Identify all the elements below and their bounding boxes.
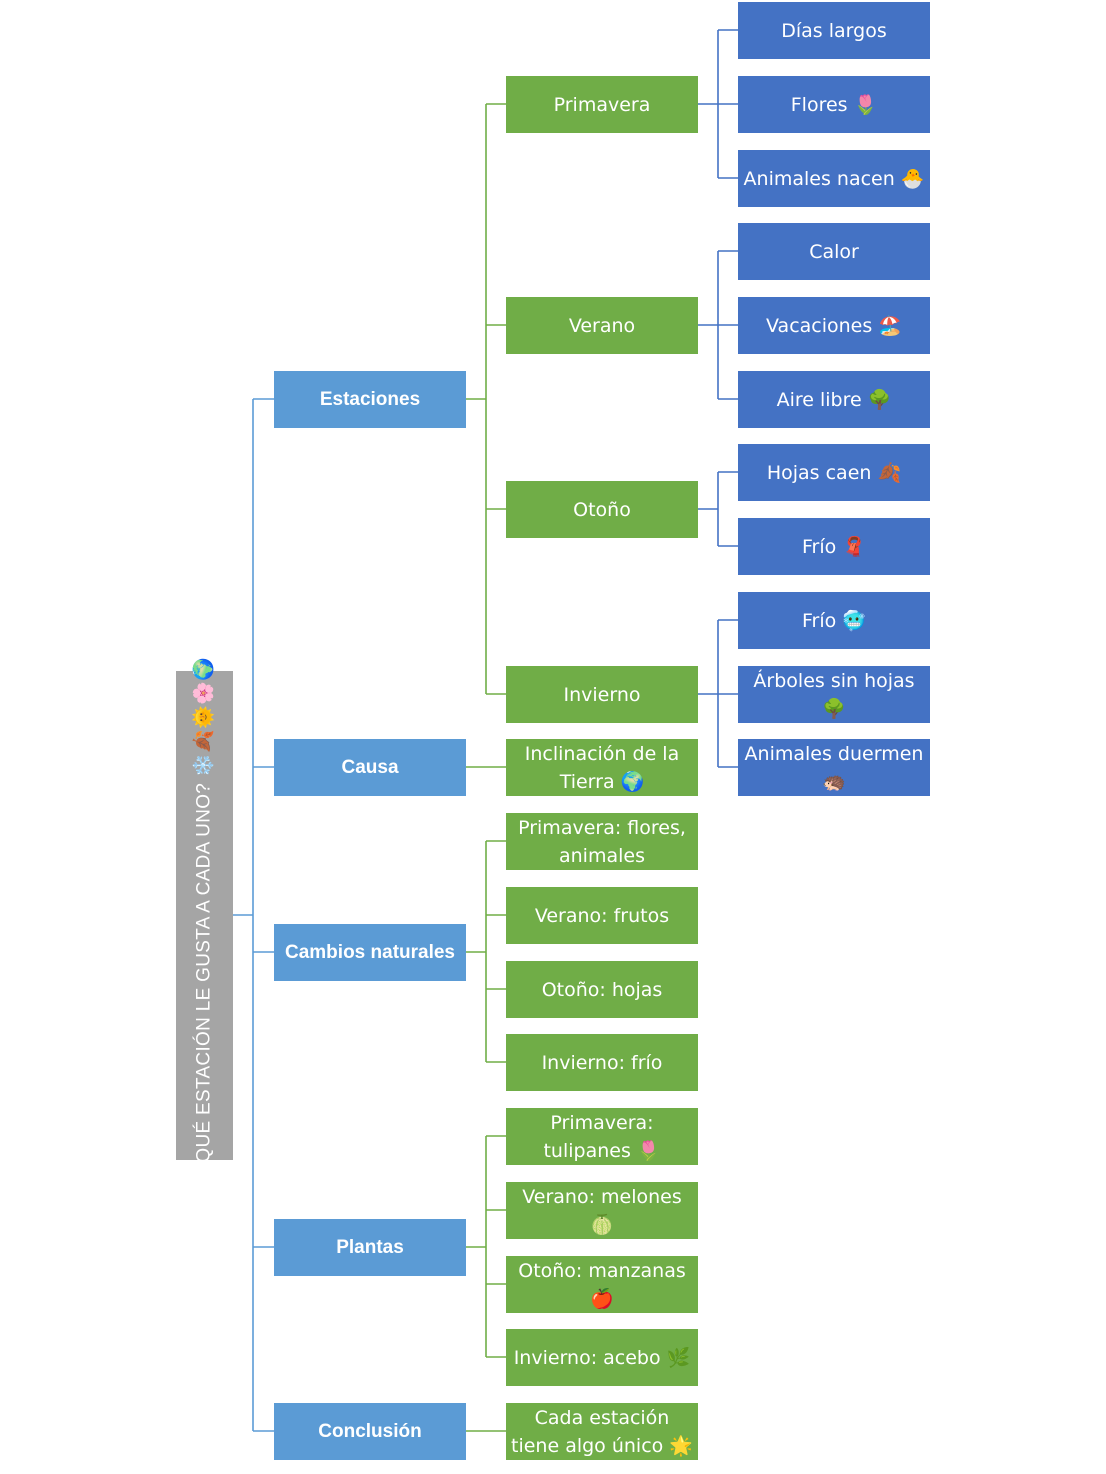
change-otono: Otoño: hojas (506, 961, 698, 1018)
verano-aire-libre: Aire libre 🌳 (738, 371, 930, 428)
branch-plantas: Plantas (274, 1219, 466, 1276)
plant-invierno: Invierno: acebo 🌿 (506, 1329, 698, 1386)
cause-node: Inclinación de la Tierra 🌍 (506, 739, 698, 796)
root-node: ¿QUÉ ESTACIÓN LE GUSTA A CADA UNO? ❄️🍂🌞🌸… (176, 657, 233, 1174)
change-verano: Verano: frutos (506, 887, 698, 944)
primavera-flores: Flores 🌷 (738, 76, 930, 133)
invierno-frio: Frío 🥶 (738, 592, 930, 649)
branch-conclusion: Conclusión (274, 1403, 466, 1460)
primavera-dias-largos: Días largos (738, 2, 930, 59)
season-primavera: Primavera (506, 76, 698, 133)
branch-cambios-naturales: Cambios naturales (274, 924, 466, 981)
invierno-arboles-sin-hojas: Árboles sin hojas 🌳 (738, 666, 930, 723)
verano-calor: Calor (738, 223, 930, 280)
invierno-animales-duermen: Animales duermen 🦔 (738, 739, 930, 796)
root-label: ¿QUÉ ESTACIÓN LE GUSTA A CADA UNO? ❄️🍂🌞🌸… (193, 656, 215, 1175)
branch-causa: Causa (274, 739, 466, 796)
verano-vacaciones: Vacaciones 🏖️ (738, 297, 930, 354)
plant-verano: Verano: melones 🍈 (506, 1182, 698, 1239)
branch-estaciones: Estaciones (274, 371, 466, 428)
otono-hojas-caen: Hojas caen 🍂 (738, 444, 930, 501)
change-invierno: Invierno: frío (506, 1034, 698, 1091)
season-invierno: Invierno (506, 666, 698, 723)
plant-primavera: Primavera: tulipanes 🌷 (506, 1108, 698, 1165)
conclusion-node: Cada estación tiene algo único 🌟 (506, 1403, 698, 1460)
plant-otono: Otoño: manzanas 🍎 (506, 1256, 698, 1313)
season-otono: Otoño (506, 481, 698, 538)
change-primavera: Primavera: flores, animales (506, 813, 698, 870)
otono-frio: Frío 🧣 (738, 518, 930, 575)
season-verano: Verano (506, 297, 698, 354)
primavera-animales-nacen: Animales nacen 🐣 (738, 150, 930, 207)
